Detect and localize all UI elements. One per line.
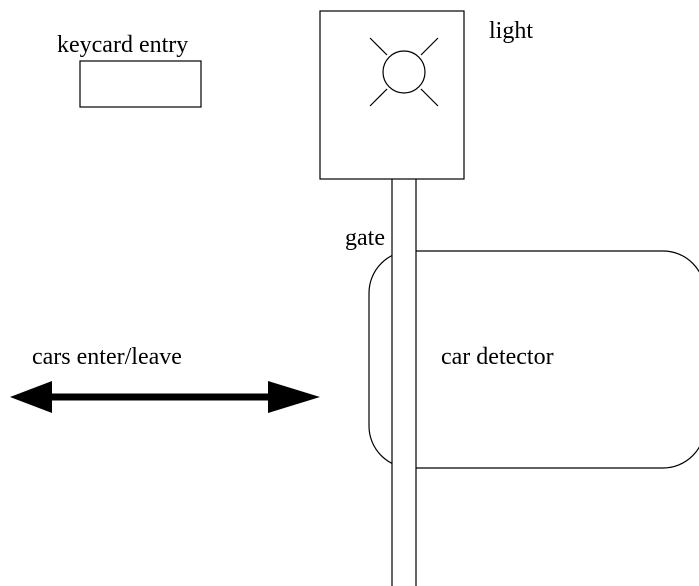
light-box [319,10,465,180]
keycard-entry-label: keycard entry [57,32,188,58]
double-arrow-icon [10,381,320,413]
cars-enter-leave-label: cars enter/leave [32,344,182,370]
car-detector-label: car detector [441,344,554,370]
keycard-reader [79,60,202,108]
gate-pole [391,177,417,586]
light-bulb-icon [369,37,439,107]
car-detector-region [368,250,699,469]
gate-label: gate [345,225,385,251]
light-label: light [489,18,533,44]
